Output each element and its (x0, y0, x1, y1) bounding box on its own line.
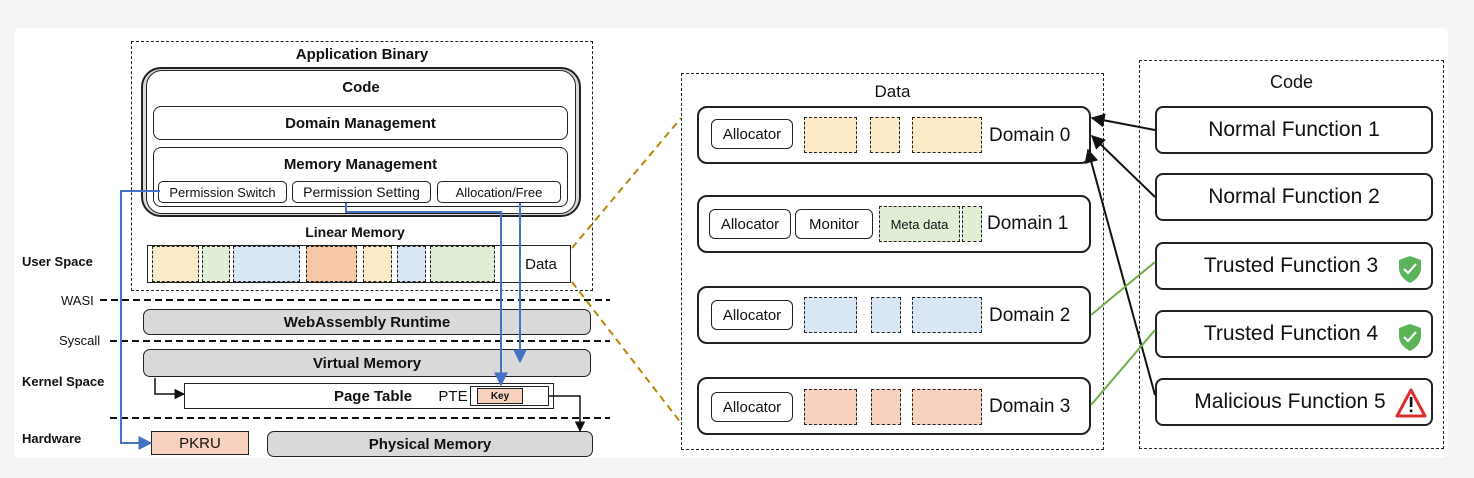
application-binary-box (131, 41, 593, 291)
permission-switch-to-pkru-arrow (120, 190, 160, 450)
code-title: Code (342, 78, 380, 96)
domain-2-allocator: Allocator (711, 300, 793, 330)
trusted-function-4-box (1155, 310, 1433, 358)
permission-setting-box: Permission Setting (292, 181, 431, 203)
nf1-to-domain0-arrow (1090, 113, 1156, 131)
domain-2-block-2 (871, 297, 901, 333)
linear-block-blue-1 (233, 246, 300, 282)
linear-block-green-2 (430, 246, 495, 282)
linear-block-green-1 (202, 246, 230, 282)
allocation-free-box: Allocation/Free (437, 181, 561, 203)
code-panel-title: Code (1269, 71, 1314, 92)
trusted-function-3-box (1155, 242, 1433, 290)
nf2-to-domain0-arrow (1090, 135, 1156, 198)
domain-2-block-1 (804, 297, 857, 333)
shield-icon-4 (1399, 324, 1421, 351)
mf5-to-domain0-arrow (1084, 148, 1156, 396)
linear-memory-data-label: Data (525, 255, 557, 273)
zoom-line-top (571, 117, 682, 249)
normal-function-1: Normal Function 1 (1155, 106, 1433, 154)
domain-1-block-green (962, 206, 982, 242)
domain-0-allocator: Allocator (711, 119, 793, 149)
user-space-label: User Space (22, 254, 93, 269)
domain-1-monitor: Monitor (795, 209, 873, 239)
permission-switch-box: Permission Switch (158, 181, 287, 203)
linear-block-salmon (306, 246, 357, 282)
shield-icon-3 (1399, 256, 1421, 283)
normal-function-2: Normal Function 2 (1155, 173, 1433, 221)
tf4-to-domain3-line (1090, 329, 1156, 406)
trusted-function-4-label: Trusted Function 4 (1203, 322, 1379, 345)
linear-block-blue-2 (397, 246, 426, 282)
domain-3-allocator: Allocator (711, 392, 793, 422)
data-panel-title: Data (874, 82, 911, 101)
zoom-line-bottom (571, 281, 682, 424)
domain-0-block-2 (870, 117, 900, 153)
trusted-function-3-label: Trusted Function 3 (1203, 254, 1379, 277)
domain-3-block-3 (912, 389, 982, 425)
domain-1-allocator: Allocator (709, 209, 791, 239)
hardware-label: Hardware (22, 431, 82, 446)
webassembly-runtime-box: WebAssembly Runtime (143, 309, 591, 335)
pte-to-physical-arrow (549, 395, 586, 433)
kernel-space-label: Kernel Space (22, 374, 105, 389)
wasi-label: WASI (61, 293, 94, 308)
physical-memory-box: Physical Memory (267, 431, 593, 457)
warning-icon (1395, 388, 1427, 418)
domain-3-label: Domain 3 (989, 396, 1071, 417)
domain-management-box: Domain Management (153, 106, 568, 140)
pte-label: PTE (438, 387, 468, 405)
tf3-to-domain2-line (1090, 261, 1156, 316)
vm-to-pagetable-arrow (154, 378, 186, 400)
syscall-label: Syscall (59, 333, 101, 348)
domain-0-block-3 (912, 117, 982, 153)
domain-1-metadata: Meta data (879, 206, 960, 242)
linear-block-yellow-1 (152, 246, 199, 282)
malicious-function-5-box (1155, 378, 1433, 426)
domain-2-label: Domain 2 (989, 305, 1071, 326)
linear-block-yellow-2 (363, 246, 392, 282)
permission-setting-to-key-arrow (345, 203, 508, 387)
malicious-function-5-label: Malicious Function 5 (1194, 390, 1386, 413)
domain-2-block-3 (912, 297, 982, 333)
domain-3-block-2 (871, 389, 901, 425)
linear-memory-title: Linear Memory (305, 224, 405, 240)
data-panel (681, 73, 1104, 450)
key-box: Key (477, 388, 523, 404)
page-table-label: Page Table (333, 387, 413, 405)
domain-0-label: Domain 0 (989, 125, 1071, 146)
domain-3-block-1 (804, 389, 857, 425)
pkru-box: PKRU (151, 431, 249, 455)
memory-management-title: Memory Management (283, 155, 438, 173)
domain-0-block-1 (804, 117, 857, 153)
code-panel (1139, 60, 1444, 449)
domain-1-label: Domain 1 (987, 213, 1069, 234)
application-binary-title: Application Binary (295, 45, 429, 63)
